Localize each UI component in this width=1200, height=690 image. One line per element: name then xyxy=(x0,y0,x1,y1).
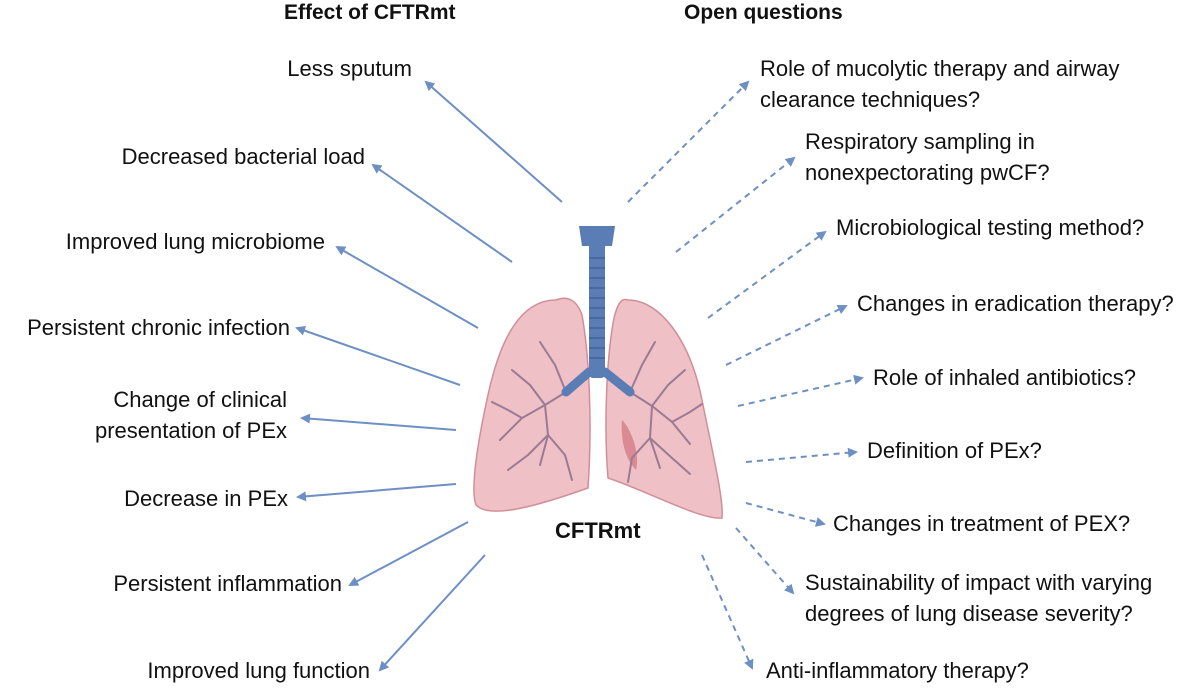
left-label-lung-microbiome: Improved lung microbiome xyxy=(66,226,325,257)
arrow-testing-method xyxy=(707,230,827,319)
arrow-bacterial-load xyxy=(371,163,513,263)
right-label-anti-inflammatory: Anti-inflammatory therapy? xyxy=(766,655,1029,686)
left-label-bacterial-load: Decreased bacterial load xyxy=(122,141,365,172)
arrow-lung-microbiome xyxy=(335,246,479,329)
right-lung-shape xyxy=(473,297,591,512)
right-label-treatment-pex: Changes in treatment of PEX? xyxy=(833,508,1130,539)
label-line: clearance techniques? xyxy=(760,87,981,112)
left-label-chronic-infection: Persistent chronic infection xyxy=(27,312,290,343)
label-line: presentation of PEx xyxy=(94,418,287,443)
left-label-lung-function: Improved lung function xyxy=(147,655,370,686)
arrow-treatment-pex xyxy=(745,502,826,527)
arrow-respiratory-sampling xyxy=(675,156,796,253)
label-line: Role of mucolytic therapy and airway xyxy=(760,56,1120,81)
left-label-persistent-inflammation: Persistent inflammation xyxy=(113,568,342,599)
label-line: Definition of PEx? xyxy=(867,438,1042,463)
label-line: Decreased bacterial load xyxy=(121,144,365,169)
arrow-mucolytic xyxy=(627,80,750,203)
arrow-persistent-inflammation xyxy=(348,521,469,586)
larynx xyxy=(579,226,615,246)
label-line: degrees of lung disease severity? xyxy=(805,601,1133,626)
label-line: nonexpectorating pwCF? xyxy=(805,160,1050,185)
arrow-eradication xyxy=(725,305,848,366)
label-line: Improved lung microbiome xyxy=(65,229,325,254)
arrow-anti-inflammatory xyxy=(701,554,754,670)
right-label-definition-pex: Definition of PEx? xyxy=(867,435,1042,466)
left-label-less-sputum: Less sputum xyxy=(287,53,412,84)
left-label-clinical-presentation: Change of clinical presentation of PEx xyxy=(95,384,287,446)
label-line: Persistent inflammation xyxy=(113,571,342,596)
left-lung-shape xyxy=(605,298,723,519)
label-line: Sustainability of impact with varying xyxy=(805,570,1153,595)
label-line: Less sputum xyxy=(287,56,412,81)
right-label-testing-method: Microbiological testing method? xyxy=(836,212,1144,243)
label-line: Change of clinical xyxy=(113,387,287,412)
lungs-icon xyxy=(473,226,723,519)
right-label-inhaled-antibiotics: Role of inhaled antibiotics? xyxy=(873,362,1136,393)
label-line: Changes in eradication therapy? xyxy=(857,291,1174,316)
arrow-chronic-infection xyxy=(295,325,461,386)
label-line: Changes in treatment of PEX? xyxy=(833,511,1131,536)
label-line: Respiratory sampling in xyxy=(805,129,1035,154)
right-label-respiratory-sampling: Respiratory sampling in nonexpectorating… xyxy=(805,126,1050,188)
arrow-sustainability xyxy=(735,527,795,595)
right-label-eradication: Changes in eradication therapy? xyxy=(857,288,1174,319)
label-line: Persistent chronic infection xyxy=(27,315,290,340)
arrow-inhaled-antibiotics xyxy=(737,374,864,407)
arrow-lung-function xyxy=(378,554,486,672)
left-label-decrease-pex: Decrease in PEx xyxy=(124,483,288,514)
trachea xyxy=(589,240,605,378)
main-bronchi xyxy=(561,367,635,397)
arrow-clinical-presentation xyxy=(300,413,457,431)
center-label: CFTRmt xyxy=(555,518,641,543)
arrow-less-sputum xyxy=(424,80,563,203)
right-label-sustainability: Sustainability of impact with varying de… xyxy=(805,567,1152,629)
label-line: Decrease in PEx xyxy=(124,486,288,511)
label-line: Role of inhaled antibiotics? xyxy=(873,365,1136,390)
right-label-mucolytic: Role of mucolytic therapy and airway cle… xyxy=(760,53,1120,115)
left-header: Effect of CFTRmt xyxy=(284,1,456,24)
label-line: Improved lung function xyxy=(147,658,370,683)
arrow-definition-pex xyxy=(745,447,858,463)
right-header: Open questions xyxy=(684,1,843,24)
label-line: Anti-inflammatory therapy? xyxy=(766,658,1029,683)
trachea-rings xyxy=(589,257,605,359)
label-line: Microbiological testing method? xyxy=(836,215,1145,240)
arrow-decrease-pex xyxy=(296,483,457,502)
